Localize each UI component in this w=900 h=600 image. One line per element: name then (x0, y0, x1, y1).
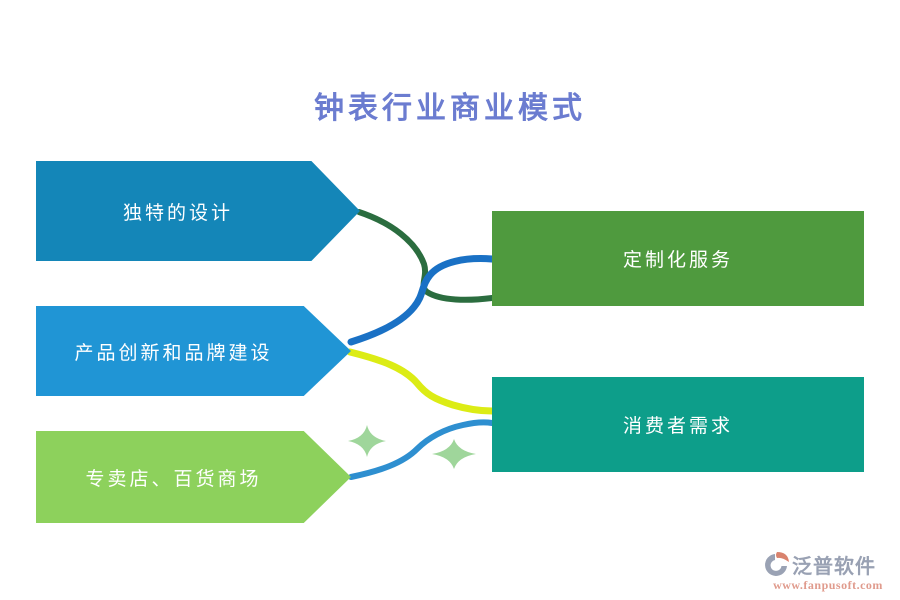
box-label: 消费者需求 (622, 416, 733, 437)
box-customized-service: 定制化服务 (492, 211, 864, 306)
arrow-label: 产品创新和品牌建设 (74, 342, 273, 364)
sparkle-icon (348, 425, 386, 457)
arrow-specialty-stores: 专卖店、百货商场 (36, 431, 351, 523)
arrow-unique-design: 独特的设计 (36, 161, 360, 261)
watermark-brand: 泛普软件 (792, 555, 876, 578)
box-consumer-demand: 消费者需求 (492, 377, 864, 472)
connector-innovation-to-customized-service (347, 255, 496, 346)
diagram-title: 钟表行业商业模式 (314, 92, 586, 125)
arrow-product-innovation: 产品创新和品牌建设 (36, 306, 351, 396)
connector-innovation-to-consumer-demand (346, 348, 496, 415)
watermark: 泛普软件 www.fanpusoft.com (762, 549, 894, 593)
arrow-label: 专卖店、百货商场 (85, 468, 262, 490)
connector-stores-to-consumer-demand (348, 419, 495, 480)
watermark-url: www.fanpusoft.com (773, 578, 883, 592)
box-label: 定制化服务 (622, 250, 733, 271)
sparkle-icon (432, 439, 476, 469)
fanpu-logo-icon (765, 552, 789, 576)
arrow-label: 独特的设计 (122, 202, 233, 224)
